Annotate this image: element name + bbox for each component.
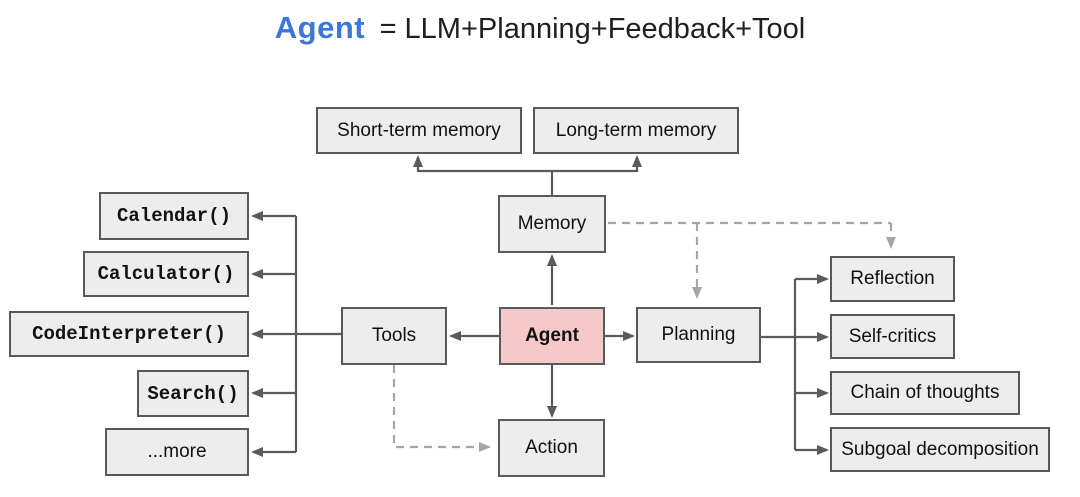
node-short-term-memory: Short-term memory [316,107,522,154]
node-long-term-memory: Long-term memory [533,107,739,154]
node-tool-search: Search() [137,370,249,417]
node-planning: Planning [636,307,761,363]
node-tool-more: ...more [105,428,249,476]
node-planning-reflection: Reflection [830,256,955,302]
node-tool-calendar: Calendar() [99,192,249,240]
title-equation: = LLM+Planning+Feedback+Tool [379,13,806,45]
title-agent-word: Agent [274,10,366,45]
node-tool-codeinterpreter: CodeInterpreter() [9,311,249,357]
node-agent: Agent [499,307,605,365]
node-tool-calculator: Calculator() [83,251,249,297]
node-planning-chain-of-thoughts: Chain of thoughts [830,371,1020,415]
node-memory: Memory [498,195,606,253]
node-action: Action [498,419,605,477]
node-planning-subgoal-decomposition: Subgoal decomposition [830,427,1050,472]
edge-tools-dashed-to-action [392,365,491,452]
node-tools: Tools [341,307,447,365]
node-planning-self-critics: Self-critics [830,314,955,359]
page-title: Agent = LLM+Planning+Feedback+Tool [0,10,1080,46]
